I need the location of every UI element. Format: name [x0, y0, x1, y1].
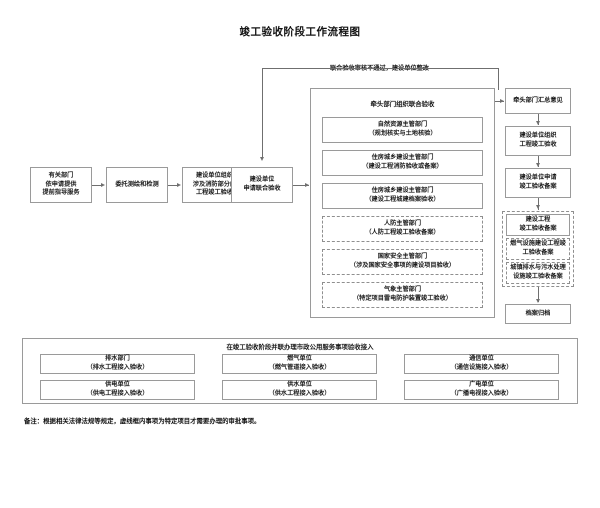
box-owner-acceptance[interactable]: 建设单位组织工程竣工验收	[505, 126, 571, 156]
connector-joint-to-summary-arrow	[500, 98, 504, 103]
box-utility-power-unit-text: 供电单位（供电工程接入验收）	[86, 381, 149, 397]
connector-2-arrow	[177, 182, 181, 187]
box-survey-test[interactable]: 委托测绘和检测	[106, 167, 168, 203]
box-construction-record[interactable]: 建设工程竣工验收备案	[506, 214, 570, 236]
connector-2	[168, 185, 177, 186]
box-dept-meteorological[interactable]: 气象主管部门（特定项目雷电防护装置竣工验收）	[322, 282, 483, 308]
box-apply-joint-text: 建设单位申请联合验收	[243, 176, 281, 192]
box-lead-summary[interactable]: 牵头部门汇总意见	[505, 88, 571, 114]
box-utility-power-unit[interactable]: 供电单位（供电工程接入验收）	[40, 380, 195, 400]
feedback-line-vertical-left	[262, 68, 263, 158]
box-pre-guidance-text: 有关部门依申请提供提前指导服务	[42, 171, 80, 197]
box-utility-gas-unit-text: 燃气单位（燃气管道接入验收）	[268, 355, 331, 371]
box-dept-state-security-text: 国家安全主管部门（涉及国家安全事项的建设项目验收）	[349, 253, 456, 269]
box-utility-water-unit-text: 供水单位（供水工程接入验收）	[268, 381, 331, 397]
box-drainage-record[interactable]: 城镇排水与污水处理设施竣工验收备案	[506, 262, 570, 284]
connector-r4-arrow	[535, 299, 540, 303]
box-archive[interactable]: 档案归档	[505, 304, 571, 324]
box-apply-record[interactable]: 建设单位申请竣工验收备案	[505, 168, 571, 198]
box-apply-record-text: 建设单位申请竣工验收备案	[519, 174, 557, 190]
box-dept-civil-defense[interactable]: 人防主管部门（人防工程竣工验收备案）	[322, 216, 483, 242]
box-apply-joint[interactable]: 建设单位申请联合验收	[231, 167, 293, 203]
footer-note: 备注：根据相关法律法规等规定，虚线框内事项为特定项目才需要办理的审批事项。	[24, 418, 261, 425]
box-utility-telecom-unit-text: 通信单位（通信设施接入验收）	[450, 355, 513, 371]
connector-r2	[538, 156, 539, 167]
box-dept-housing-archive[interactable]: 住房城乡建设主管部门（建设工程城建档案验收）	[322, 183, 483, 209]
box-utility-gas-unit[interactable]: 燃气单位（燃气管道接入验收）	[222, 354, 377, 374]
connector-r1	[538, 114, 539, 125]
box-dept-state-security[interactable]: 国家安全主管部门（涉及国家安全事项的建设项目验收）	[322, 249, 483, 275]
box-utility-drainage-dept-text: 排水部门（排水工程接入验收）	[86, 355, 149, 371]
box-fire-acceptance-text: 建设单位组织涉及消防部分的工程竣工验收	[192, 171, 237, 197]
box-lead-summary-text: 牵头部门汇总意见	[513, 96, 563, 104]
connector-r4	[538, 287, 539, 302]
connector-r3-arrow	[535, 205, 540, 209]
connector-r1-arrow	[535, 121, 540, 125]
joint-acceptance-group-title: 牵头部门组织联合验收	[370, 101, 435, 108]
box-utility-water-unit[interactable]: 供水单位（供水工程接入验收）	[222, 380, 377, 400]
box-archive-text: 档案归档	[525, 309, 551, 317]
box-utility-telecom-unit[interactable]: 通信单位（通信设施接入验收）	[404, 354, 559, 374]
connector-r2-arrow	[535, 163, 540, 167]
box-gas-record-text: 燃气设施建设工程竣工验收备案	[510, 240, 566, 256]
page-title: 竣工验收阶段工作流程图	[239, 26, 361, 38]
box-utility-drainage-dept[interactable]: 排水部门（排水工程接入验收）	[40, 354, 195, 374]
box-dept-housing-fire[interactable]: 住房城乡建设主管部门（建设工程消防验收或备案）	[322, 150, 483, 176]
feedback-arrow-down	[259, 157, 264, 161]
box-dept-natural-resources-text: 自然资源主管部门（规划核实与土地核验）	[368, 121, 437, 137]
box-dept-civil-defense-text: 人防主管部门（人防工程竣工验收备案）	[365, 220, 440, 236]
box-pre-guidance[interactable]: 有关部门依申请提供提前指导服务	[30, 167, 92, 203]
connector-1-arrow	[101, 182, 105, 187]
box-owner-acceptance-text: 建设单位组织工程竣工验收	[519, 132, 557, 148]
utilities-panel-title: 在竣工验收阶段并联办理市政公用服务事项验收接入	[226, 344, 374, 351]
box-dept-meteorological-text: 气象主管部门（特定项目雷电防护装置竣工验收）	[353, 286, 452, 302]
connector-4	[293, 185, 309, 186]
feedback-line-vertical-right	[498, 68, 499, 90]
box-drainage-record-text: 城镇排水与污水处理设施竣工验收备案	[510, 264, 566, 280]
box-dept-natural-resources[interactable]: 自然资源主管部门（规划核实与土地核验）	[322, 117, 483, 143]
feedback-line-horizontal	[262, 68, 499, 69]
box-survey-test-text: 委托测绘和检测	[115, 180, 159, 188]
box-utility-broadcast-unit[interactable]: 广电单位（广播电视接入验收）	[404, 380, 559, 400]
connector-4-arrow	[305, 182, 309, 187]
box-gas-record[interactable]: 燃气设施建设工程竣工验收备案	[506, 238, 570, 260]
connector-r3	[538, 198, 539, 210]
box-dept-housing-archive-text: 住房城乡建设主管部门（建设工程城建档案验收）	[365, 187, 440, 203]
box-dept-housing-fire-text: 住房城乡建设主管部门（建设工程消防验收或备案）	[362, 154, 443, 170]
box-construction-record-text: 建设工程竣工验收备案	[519, 216, 557, 232]
box-utility-broadcast-unit-text: 广电单位（广播电视接入验收）	[450, 381, 513, 397]
connector-joint-to-summary	[495, 101, 504, 102]
connector-1	[92, 185, 101, 186]
